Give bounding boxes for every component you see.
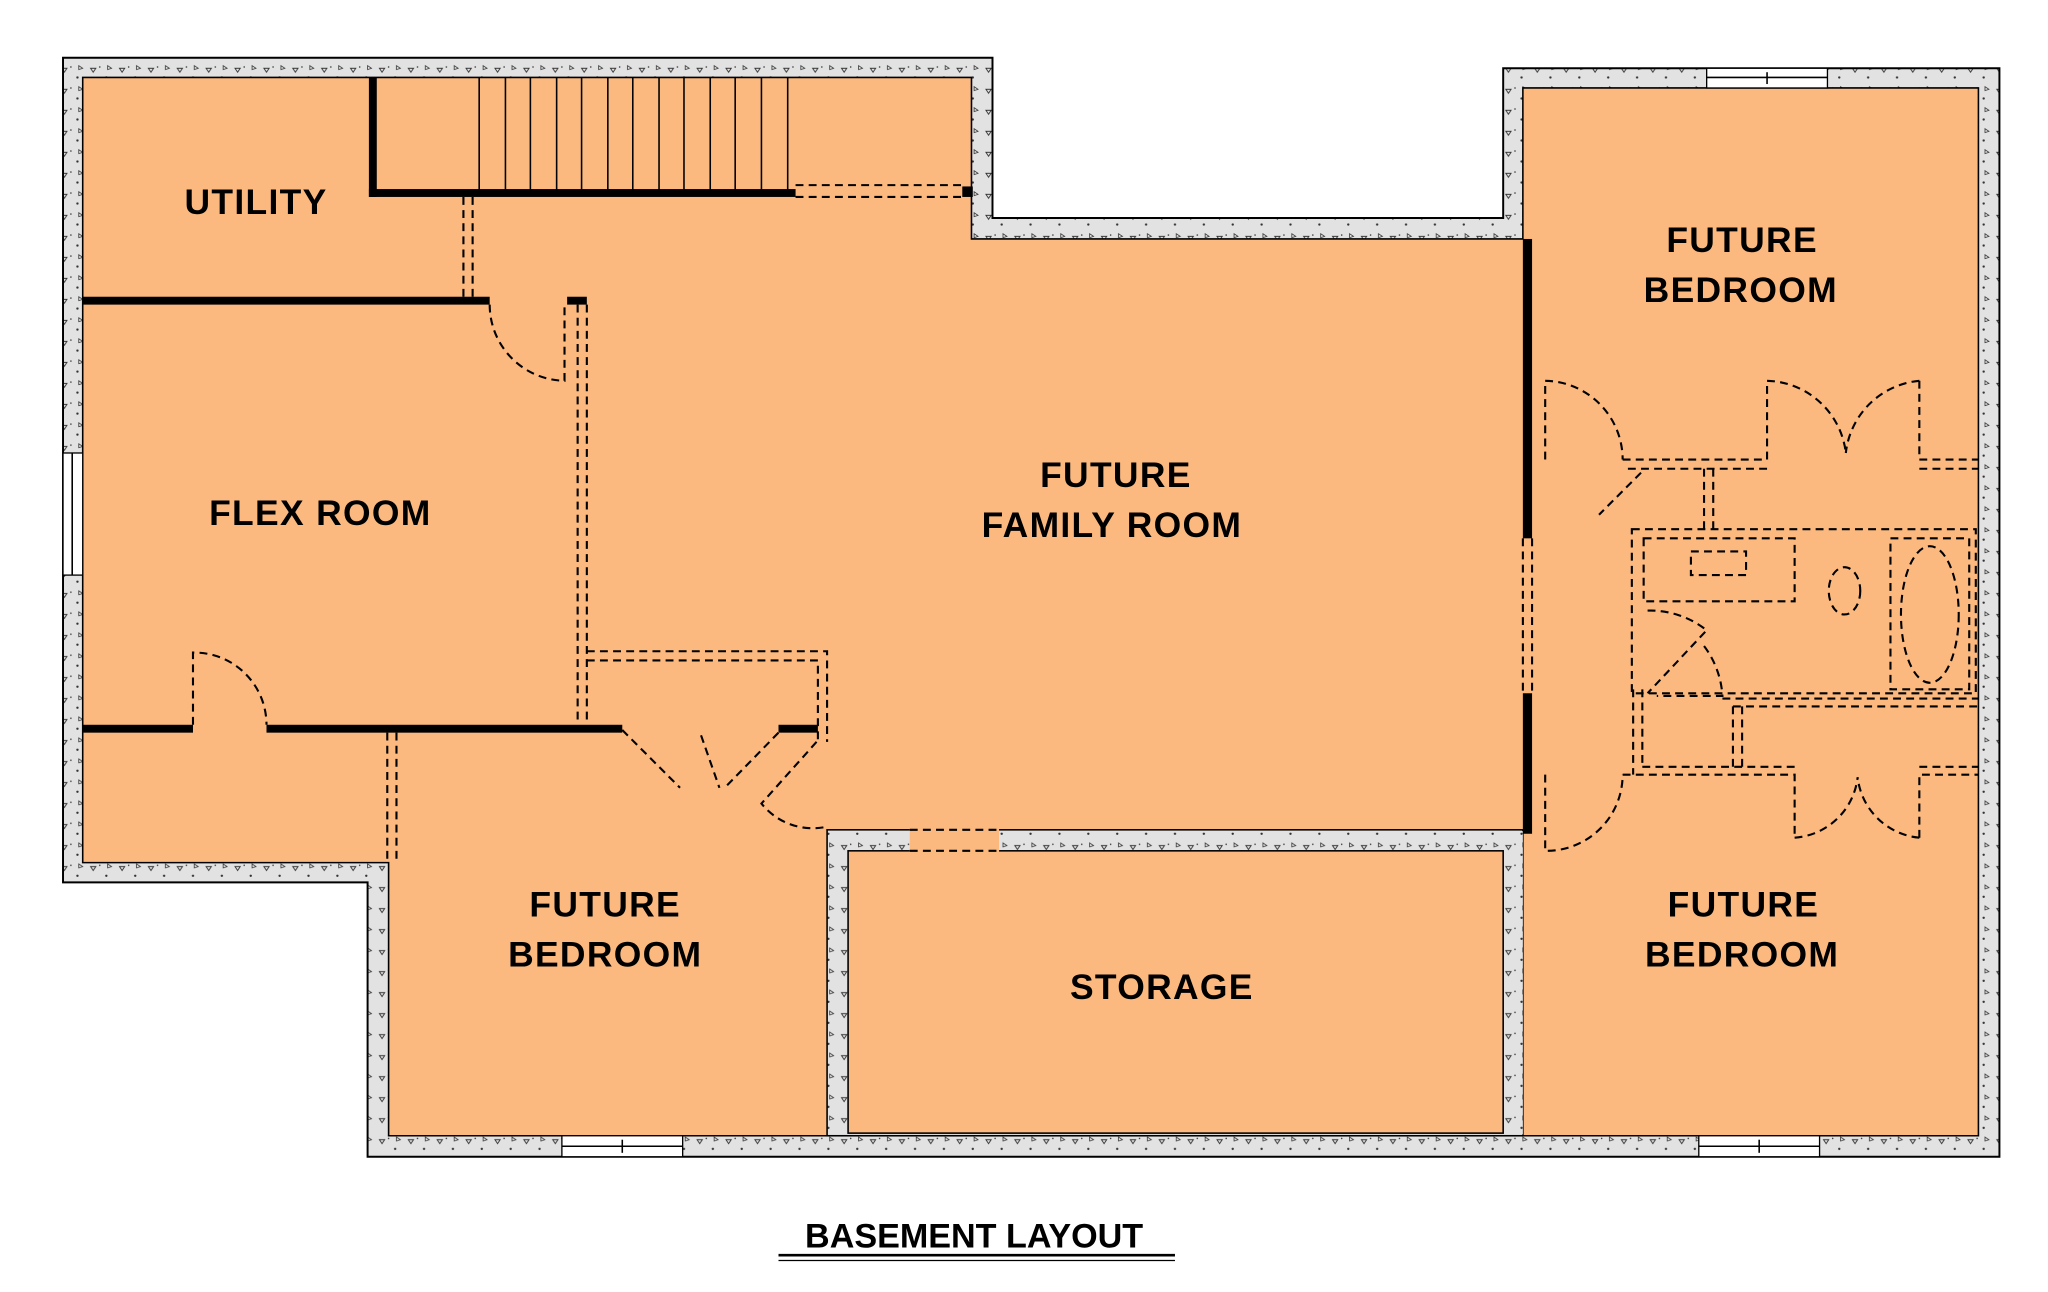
storage-floor xyxy=(847,850,1504,1134)
room-label-family-room-2: FAMILY ROOM xyxy=(982,505,1243,545)
room-label-flex-room: FLEX ROOM xyxy=(209,493,431,533)
future-walls xyxy=(191,184,1979,863)
room-label-bedroom-tr-2: BEDROOM xyxy=(1644,270,1838,310)
staircase xyxy=(478,77,789,194)
room-label-family-room-1: FUTURE xyxy=(1040,455,1192,495)
window-bottom-right xyxy=(1698,1135,1821,1158)
room-label-bedroom-bl-2: BEDROOM xyxy=(508,934,702,974)
window-bottom-left xyxy=(561,1135,684,1158)
room-label-bedroom-bl-1: FUTURE xyxy=(529,884,681,924)
storage-opening[interactable] xyxy=(909,828,1000,853)
room-label-utility: UTILITY xyxy=(184,182,327,222)
interior-walls xyxy=(82,77,1533,834)
window-left xyxy=(62,452,84,576)
room-label-bedroom-br-1: FUTURE xyxy=(1668,884,1820,924)
window-top-right xyxy=(1706,67,1829,89)
room-label-bedroom-br-2: BEDROOM xyxy=(1645,934,1839,974)
room-label-storage: STORAGE xyxy=(1070,967,1254,1007)
plan-title: BASEMENT LAYOUT xyxy=(805,1217,1143,1255)
room-label-bedroom-tr-1: FUTURE xyxy=(1666,220,1818,260)
